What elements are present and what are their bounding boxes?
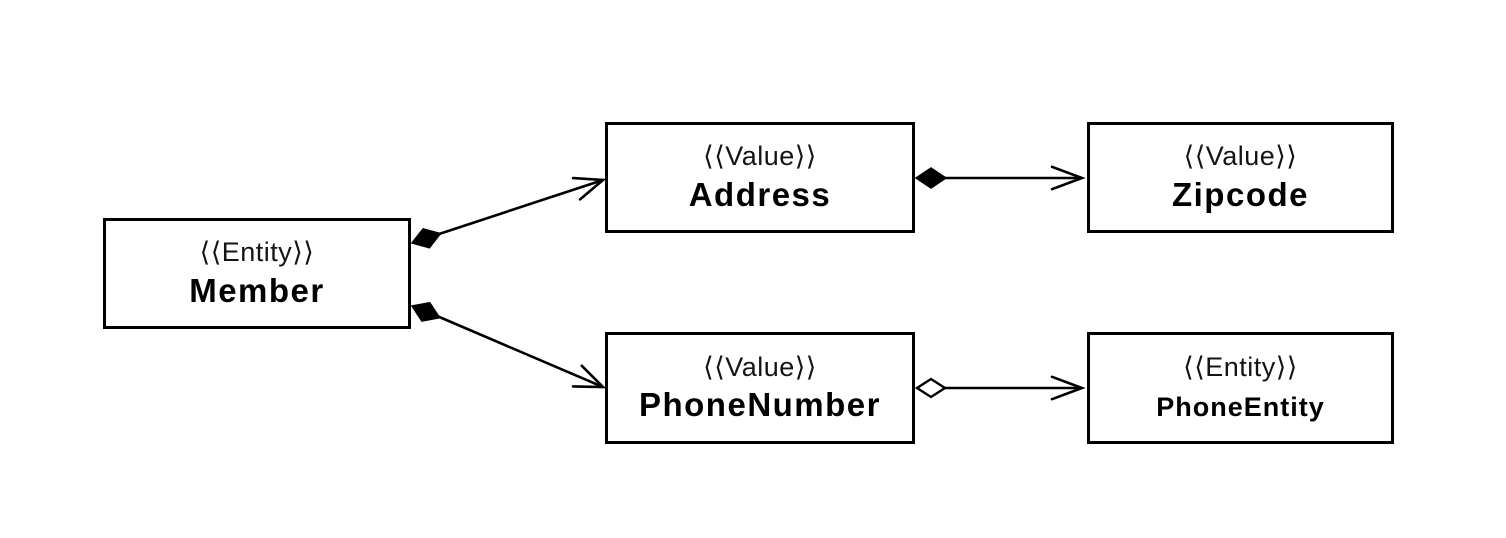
node-zipcode-stereotype: ⟨⟨Value⟩⟩ [1183,141,1298,171]
node-phoneentity: ⟨⟨Entity⟩⟩ PhoneEntity [1087,332,1394,444]
node-address: ⟨⟨Value⟩⟩ Address [605,122,915,233]
edge-member-phonenumber [410,301,607,389]
composition-diamond-icon [410,301,441,322]
open-arrowhead-icon [1050,375,1086,401]
edge-phonenumber-phoneentity [914,375,1086,401]
node-phonenumber-name: PhoneNumber [638,386,882,424]
node-phoneentity-name: PhoneEntity [1156,392,1325,422]
edge-member-phonenumber-line [429,311,604,389]
edge-member-address [410,176,607,249]
node-phonenumber: ⟨⟨Value⟩⟩ PhoneNumber [605,332,915,444]
open-arrowhead-icon [571,176,607,201]
node-phoneentity-stereotype: ⟨⟨Entity⟩⟩ [1183,352,1298,383]
node-zipcode: ⟨⟨Value⟩⟩ Zipcode [1087,122,1394,233]
edge-address-zipcode [914,165,1086,191]
node-address-name: Address [688,175,832,213]
node-member-stereotype: ⟨⟨Entity⟩⟩ [199,237,315,267]
node-address-stereotype: ⟨⟨Value⟩⟩ [703,141,817,171]
aggregation-diamond-icon [914,377,948,399]
open-arrowhead-icon [1050,165,1086,191]
open-arrowhead-icon [571,364,607,389]
node-member: ⟨⟨Entity⟩⟩ Member [103,218,411,329]
composition-diamond-icon [410,227,442,249]
edge-member-address-line [429,178,604,239]
composition-diamond-icon [914,167,948,189]
node-zipcode-name: Zipcode [1171,175,1309,213]
node-phonenumber-stereotype: ⟨⟨Value⟩⟩ [703,351,817,382]
node-member-name: Member [189,271,325,309]
